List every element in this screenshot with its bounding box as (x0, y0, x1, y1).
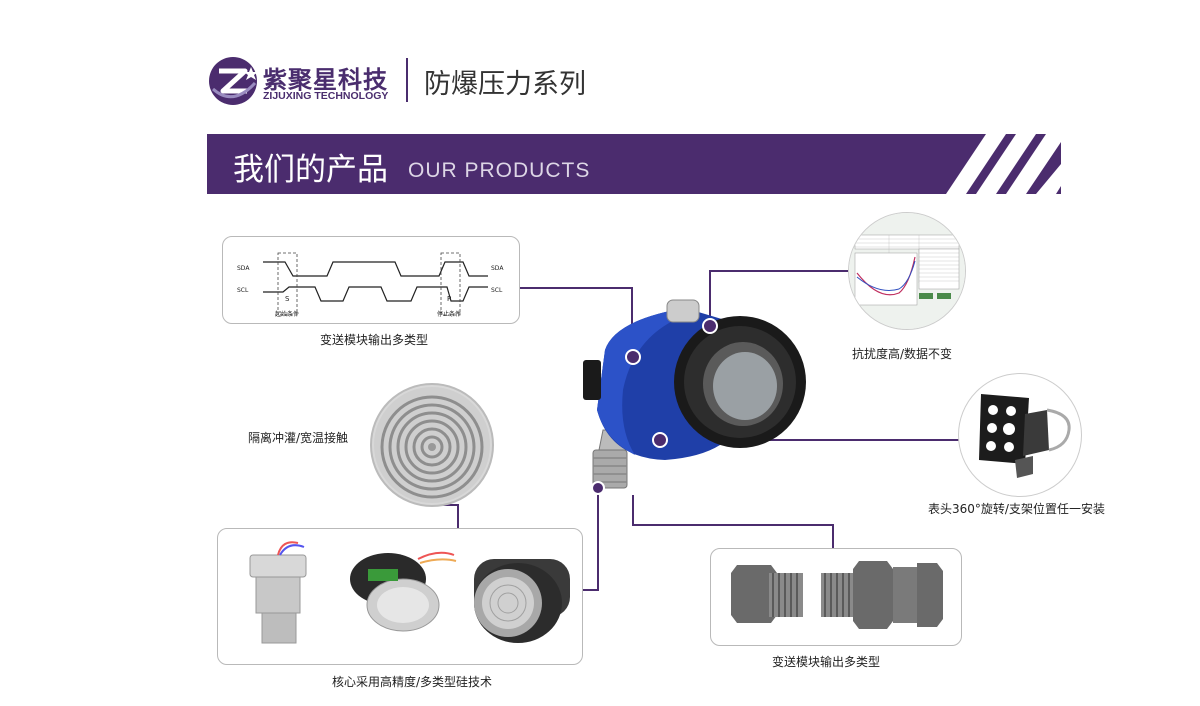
connector-core (580, 490, 599, 591)
diaphragm-circle (370, 383, 494, 507)
bracket-circle (958, 373, 1082, 497)
series-title: 防爆压力系列 (424, 69, 586, 100)
caption-output-module: 变送模块输出多类型 (320, 333, 429, 347)
caption-rotation: 表头360°旋转/支架位置任一安装 (928, 502, 1105, 516)
calibration-chart-image (849, 213, 965, 329)
banner-title-en: OUR PRODUCTS (408, 159, 591, 182)
stop-condition-label: 停止条件 (437, 311, 462, 318)
fittings-box (710, 548, 962, 646)
timing-diagram-box: SDA SCL SDA SCL S P 起始条件 停止条件 (222, 236, 520, 324)
timing-diagram (263, 252, 488, 316)
brand-name-en: ZIJUXING TECHNOLOGY (263, 90, 389, 102)
products-banner: 我们的产品 OUR PRODUCTS (207, 134, 1061, 194)
stop-marker: P (447, 295, 452, 303)
banner-stripes (946, 134, 1061, 194)
connector-anti-interference (709, 270, 860, 326)
brand-name-cn: 紫聚星科技 (263, 66, 388, 94)
start-marker: S (285, 295, 290, 303)
caption-anti-interference: 抗扰度高/数据不变 (852, 347, 953, 361)
core-components-image (249, 541, 570, 644)
sda-label-right: SDA (491, 265, 504, 272)
transmitter-image (583, 299, 806, 495)
start-condition-label: 起始条件 (275, 311, 300, 318)
bracket-image (979, 394, 1071, 478)
caption-core: 核心采用高精度/多类型硅技术 (332, 675, 493, 689)
connector-fittings (632, 495, 834, 548)
calibration-chart-circle (848, 212, 966, 330)
banner-title-cn: 我们的产品 (233, 152, 388, 188)
diaphragm-image (374, 387, 490, 503)
caption-connector-output: 变送模块输出多类型 (772, 655, 881, 669)
scl-label-left: SCL (237, 287, 249, 294)
scl-label-right: SCL (491, 287, 503, 294)
page-margin (0, 0, 128, 706)
header-divider (406, 58, 408, 102)
core-components-box (217, 528, 583, 665)
caption-isolation: 隔离冲灌/宽温接触 (248, 431, 349, 445)
sda-label-left: SDA (237, 265, 250, 272)
zijuxing-logo-icon (209, 57, 258, 105)
fittings-image (731, 561, 943, 629)
